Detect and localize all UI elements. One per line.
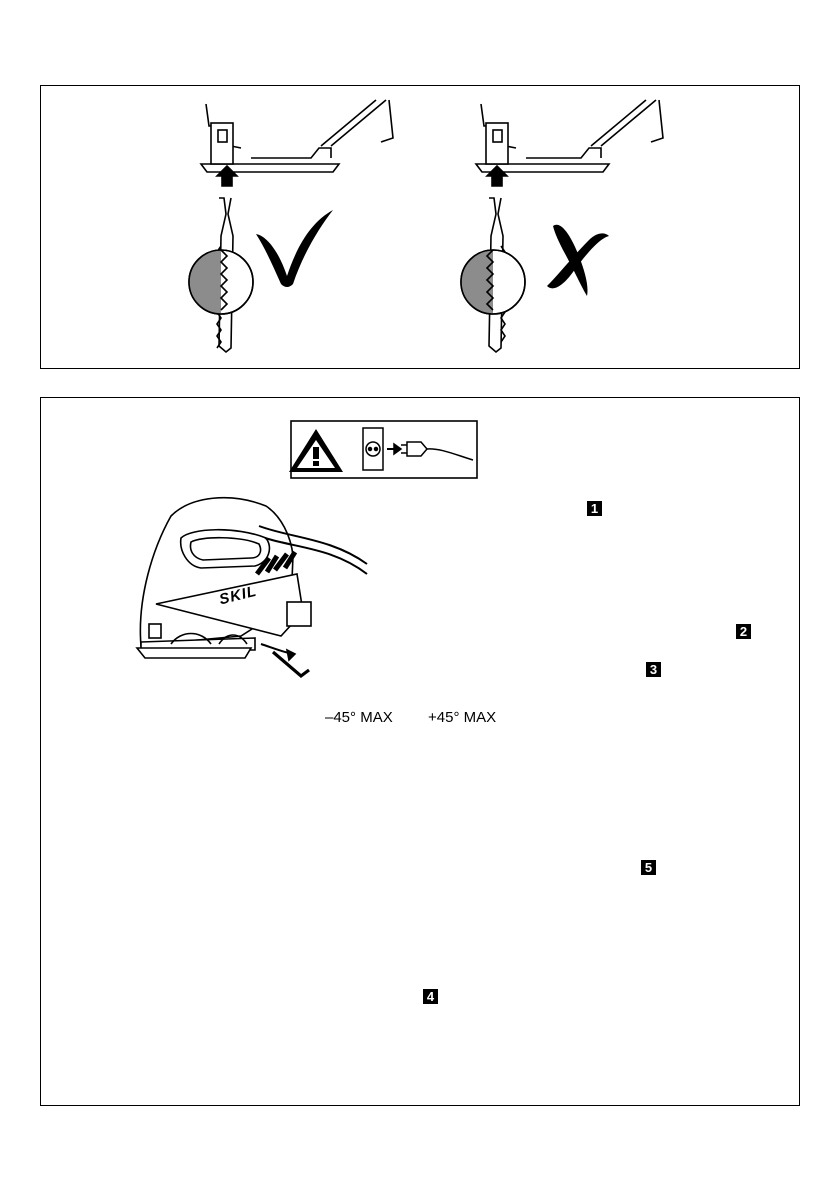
step-2-badge: 2: [736, 624, 751, 639]
blade-orientation-panel: [40, 85, 800, 369]
minus-45-max-label: –45° MAX: [325, 709, 393, 726]
incorrect-blade-illustration: [461, 100, 663, 352]
adjustment-drawing: [41, 398, 801, 1107]
step-1-badge: 1: [587, 501, 602, 516]
plus-45-max-label: +45° MAX: [428, 709, 496, 726]
safety-notice-box: [289, 421, 477, 478]
step-3-badge: 3: [646, 662, 661, 677]
blade-orientation-drawing: [41, 86, 801, 370]
cross-mark-icon: [547, 225, 609, 296]
correct-blade-illustration: [189, 100, 393, 352]
step-4-badge: 4: [423, 989, 438, 1004]
step-5-badge: 5: [641, 860, 656, 875]
check-mark-icon: [256, 210, 333, 287]
blade-angle-adjustment-panel: SKIL –45° MAX +45° MAX 1 2 3 4 5: [40, 397, 800, 1106]
